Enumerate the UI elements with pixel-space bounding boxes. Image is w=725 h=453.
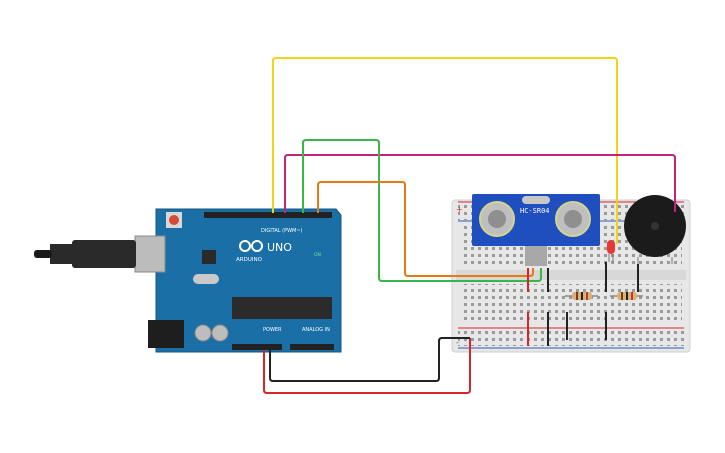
power-jack xyxy=(148,320,184,348)
piezo-buzzer[interactable] xyxy=(624,195,686,264)
on-led-label: ON xyxy=(314,252,321,258)
resistor xyxy=(610,292,643,300)
usb-port xyxy=(134,235,166,273)
rail-plus-label: + xyxy=(456,205,463,214)
board-model-label: UNO xyxy=(267,241,292,254)
arduino-uno-board[interactable]: UNO ARDUINO DIGITAL (PWM~) ON POWER ANAL… xyxy=(134,208,342,353)
arduino-logo-icon xyxy=(239,240,263,252)
lower-terminal-strip xyxy=(462,284,682,322)
magenta-wire[interactable] xyxy=(284,154,676,213)
red-led[interactable] xyxy=(607,240,615,262)
atmega-chip xyxy=(232,297,332,319)
digital-header-label: DIGITAL (PWM~) xyxy=(261,228,303,234)
usb-cable xyxy=(34,240,136,268)
ultrasonic-sensor[interactable]: HC-SR04 xyxy=(472,194,600,266)
reset-button[interactable] xyxy=(169,215,179,225)
sensor-model-label: HC-SR04 xyxy=(520,207,550,215)
bottom-power-rail xyxy=(458,330,684,346)
orange-wire[interactable] xyxy=(317,181,534,277)
power-header-label: POWER xyxy=(263,327,282,333)
rail-minus-label: - xyxy=(456,338,459,347)
green-wire[interactable] xyxy=(302,139,542,282)
black-wire[interactable] xyxy=(269,337,470,382)
red-wire[interactable] xyxy=(263,338,471,394)
analog-header-label: ANALOG IN xyxy=(302,327,330,333)
board-brand-label: ARDUINO xyxy=(236,257,263,263)
resistor xyxy=(565,292,598,300)
yellow-wire[interactable] xyxy=(272,57,618,244)
